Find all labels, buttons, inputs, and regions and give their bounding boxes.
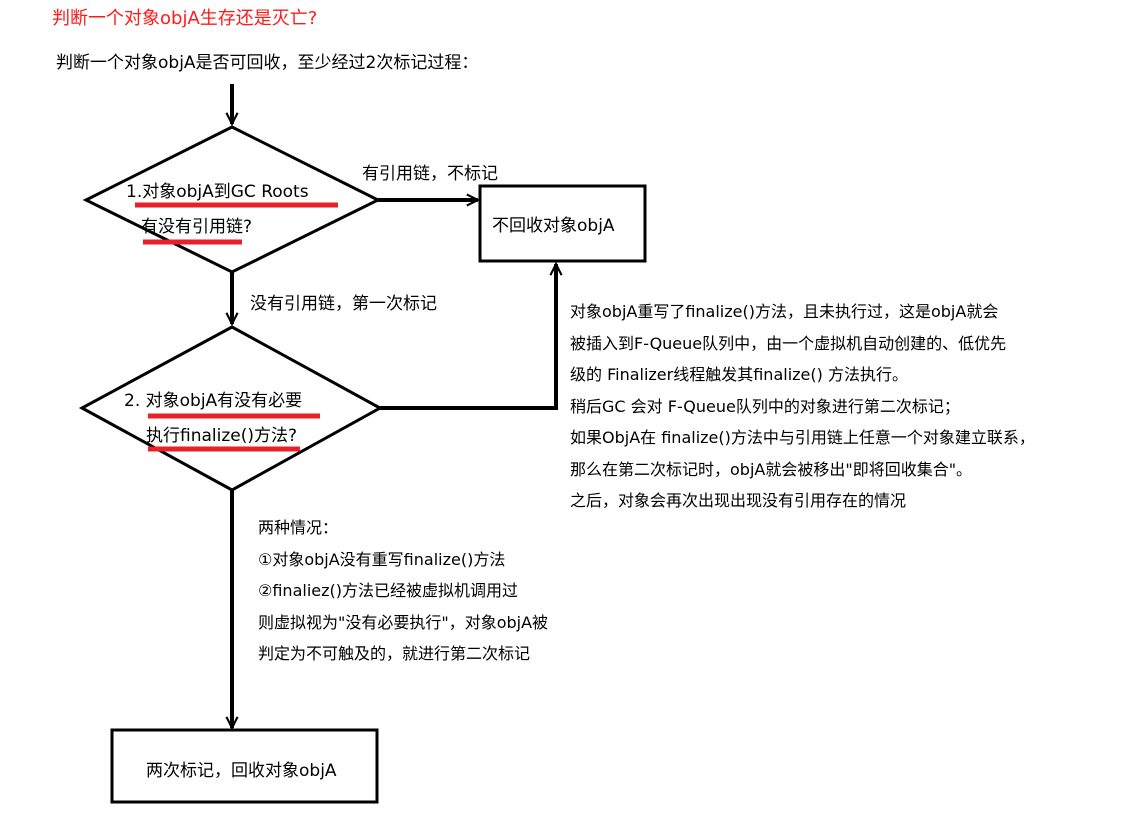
right-notes: 对象objA重写了finalize()方法，且未执行过，这是objA就会 被插入… [570,296,1035,517]
bottom-note-line: ①对象objA没有重写finalize()方法 [258,549,506,569]
right-note-line: 对象objA重写了finalize()方法，且未执行过，这是objA就会 [570,302,999,321]
bottom-note-line: 则虚拟视为"没有必要执行"，对象objA被 [258,612,549,632]
page-title: 判断一个对象objA生存还是灭亡? [52,8,318,29]
edge-label-has-ref: 有引用链，不标记 [362,164,498,184]
right-note-line: 级的 Finalizer线程触发其finalize() 方法执行。 [570,365,908,384]
right-note-line: 那么在第二次标记时，objA就会被移出"即将回收集合"。 [570,459,973,479]
bottom-notes: 两种情况： ①对象objA没有重写finalize()方法 ②finaliez(… [258,512,548,670]
arrow-decision2-to-keep [380,264,556,410]
box-keep-object [478,184,647,263]
right-note-line: 如果ObjA在 finalize()方法中与引用链上任意一个对象建立联系， [570,428,1035,447]
diagram-subtitle: 判断一个对象objA是否可回收，至少经过2次标记过程： [56,53,479,73]
decision2-line1: 2. 对象objA有没有必要 [124,391,303,411]
decision1-line1: 1.对象objA到GC Roots [126,182,309,202]
right-note-line: 之后，对象会再次出现出现没有引用存在的情况 [570,491,907,510]
collect-object-label: 两次标记，回收对象objA [146,761,337,781]
keep-object-label: 不回收对象objA [492,216,615,236]
bottom-note-line: ②finaliez()方法已经被虚拟机调用过 [258,581,518,600]
decision1-line2: 有没有引用链? [141,217,253,237]
right-note-line: 被插入到F-Queue队列中，由一个虚拟机自动创建的、低优先 [570,333,1007,353]
bottom-note-line: 判定为不可触及的，就进行第二次标记 [258,644,531,663]
decision2-line2: 执行finalize()方法? [146,426,298,446]
right-note-line: 稍后GC 会对 F-Queue队列中的对象进行第二次标记； [570,396,960,416]
edge-label-no-ref: 没有引用链，第一次标记 [250,294,437,314]
box-collect-object [110,728,379,804]
bottom-note-line: 两种情况： [258,518,339,537]
